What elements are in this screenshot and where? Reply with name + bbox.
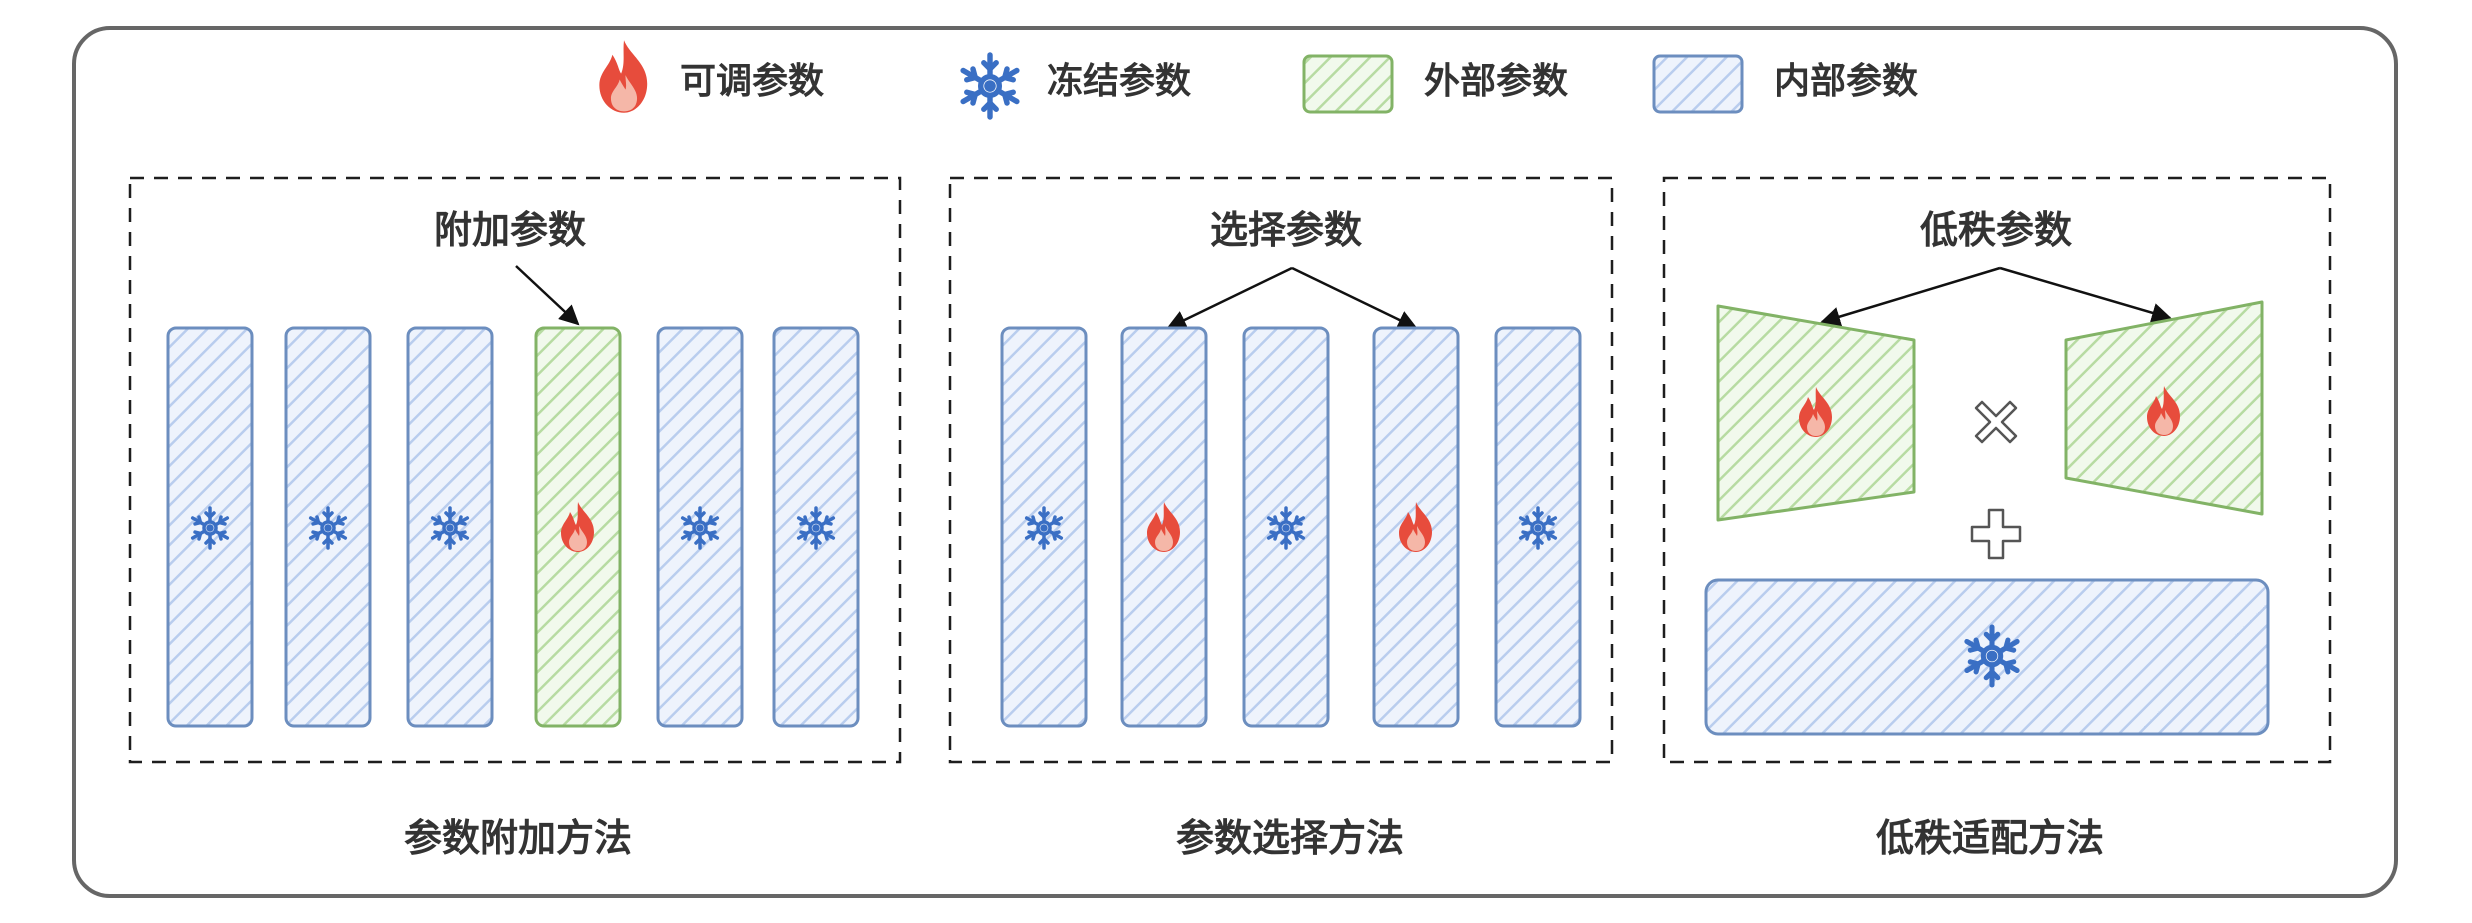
arrow — [1291, 266, 1418, 330]
arrow — [515, 265, 580, 326]
lowrank-matrix-b — [2064, 300, 2264, 516]
legend-tunable: 可调参数 — [599, 40, 824, 113]
internal-layer — [284, 326, 372, 728]
legend-internal: 内部参数 — [1652, 54, 1918, 114]
internal-layer — [1242, 326, 1330, 728]
internal-layer — [166, 326, 254, 728]
panel-selective: 选择参数 参数选择方法 — [948, 176, 1614, 860]
legend-internal-label: 内部参数 — [1774, 61, 1918, 102]
internal-layer — [406, 326, 494, 728]
internal-swatch — [1652, 54, 1744, 114]
panel-additive-caption: 参数附加方法 — [404, 816, 632, 860]
panel-lowrank-caption: 低秩适配方法 — [1876, 816, 2104, 860]
legend-external: 外部参数 — [1302, 54, 1568, 114]
legend-external-label: 外部参数 — [1424, 61, 1568, 102]
plus-icon — [1970, 508, 2022, 560]
internal-layer — [772, 326, 860, 728]
panel-lowrank-title: 低秩参数 — [1920, 208, 2072, 252]
multiply-icon — [1974, 400, 2018, 444]
internal-layer — [1000, 326, 1088, 728]
external-swatch — [1302, 54, 1394, 114]
internal-layer — [656, 326, 744, 728]
panel-selective-caption: 参数选择方法 — [1176, 816, 1404, 860]
arrow — [1820, 266, 2001, 327]
panel-additive: 附加参数 参数附加方法 — [128, 176, 902, 860]
internal-layer — [1494, 326, 1582, 728]
frozen-weight-matrix — [1704, 578, 2270, 736]
external-layer — [534, 326, 622, 728]
panel-selective-title: 选择参数 — [1210, 208, 1362, 252]
legend: 可调参数 冻结参数 外部参数 内部参数 — [599, 40, 1918, 117]
legend-frozen: 冻结参数 — [960, 55, 1191, 117]
internal-layer-tunable — [1372, 326, 1460, 728]
legend-frozen-label: 冻结参数 — [1047, 61, 1191, 102]
panel-additive-title: 附加参数 — [434, 208, 586, 252]
arrow — [1999, 266, 2172, 323]
lowrank-matrix-a — [1716, 304, 1916, 522]
panel-lowrank: 低秩参数 低秩适配方法 — [1662, 176, 2332, 860]
panel-lowrank-border — [1662, 176, 2332, 764]
legend-tunable-label: 可调参数 — [680, 61, 824, 102]
arrow — [1166, 266, 1293, 330]
panel-additive-border — [128, 176, 902, 764]
internal-layer-tunable — [1120, 326, 1208, 728]
